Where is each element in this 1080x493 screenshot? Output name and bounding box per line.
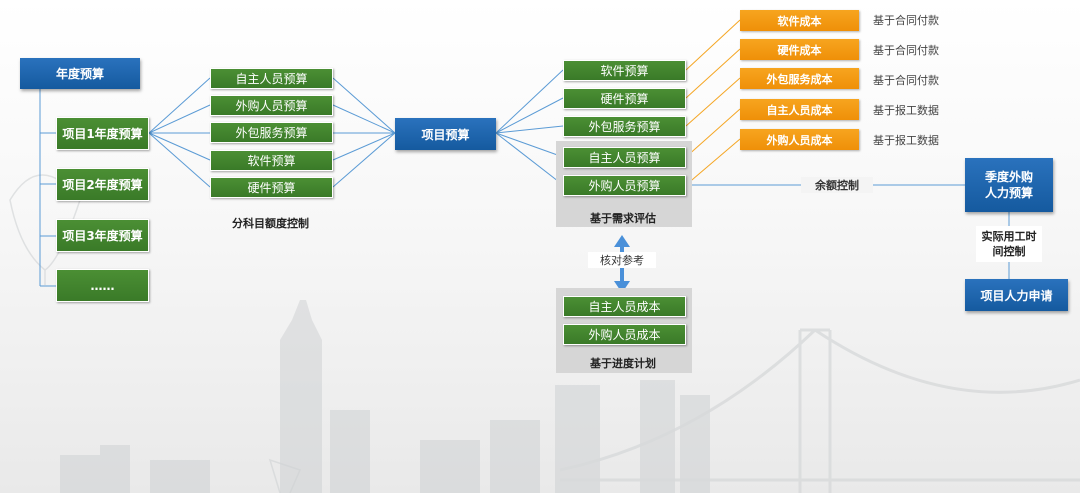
cost-outsourced-staff-basis: 基于报工数据 [873, 134, 939, 147]
progress-label: 自主人员成本 [588, 300, 661, 314]
category-label: 外包服务预算 [235, 126, 308, 140]
cost-label: 自主人员成本 [766, 103, 833, 117]
project-staffing-request-box: 项目人力申请 [965, 279, 1068, 311]
category-label: 外购人员预算 [235, 99, 308, 113]
category-label: 软件预算 [247, 154, 296, 168]
demand-label: 自主人员预算 [588, 151, 661, 165]
category-hardware-budget: 硬件预算 [210, 177, 333, 198]
quarterly-outsourced-budget-box: 季度外购 人力预算 [965, 158, 1053, 212]
demand-software-budget: 软件预算 [563, 60, 686, 81]
project-2-label: 项目2年度预算 [62, 178, 143, 192]
cost-label: 外包服务成本 [766, 72, 833, 86]
cost-outsourced-staff: 外购人员成本 [740, 129, 859, 150]
progress-self-staff-cost: 自主人员成本 [563, 296, 686, 317]
category-label: 自主人员预算 [235, 72, 308, 86]
quarterly-line-2: 人力预算 [984, 186, 1033, 200]
demand-label: 软件预算 [600, 64, 649, 78]
project-budget-box: 项目预算 [395, 118, 496, 150]
project-1-label: 项目1年度预算 [62, 127, 143, 141]
cost-self-staff: 自主人员成本 [740, 99, 859, 120]
progress-caption: 基于进度计划 [590, 357, 656, 370]
request-label: 项目人力申请 [980, 288, 1053, 303]
category-self-staff-budget: 自主人员预算 [210, 68, 333, 89]
annual-budget-label: 年度预算 [55, 67, 104, 81]
more-projects-box: …… [56, 269, 149, 302]
progress-outsourced-staff-cost: 外购人员成本 [563, 324, 686, 345]
cost-software-basis: 基于合同付款 [873, 14, 939, 27]
project-budget-label: 项目预算 [421, 127, 470, 142]
category-caption: 分科目额度控制 [232, 217, 309, 230]
cost-self-staff-basis: 基于报工数据 [873, 104, 939, 117]
demand-label: 外购人员预算 [588, 179, 661, 193]
cost-software: 软件成本 [740, 10, 859, 31]
demand-outsourced-staff-budget: 外购人员预算 [563, 175, 686, 196]
cost-label: 软件成本 [777, 14, 822, 28]
demand-self-staff-budget: 自主人员预算 [563, 147, 686, 168]
demand-label: 外包服务预算 [588, 120, 661, 134]
cost-outsourced-service-basis: 基于合同付款 [873, 74, 939, 87]
project-3-label: 项目3年度预算 [62, 229, 143, 243]
project-3-annual-budget: 项目3年度预算 [56, 219, 149, 252]
verify-reference-label: 核对参考 [588, 252, 656, 268]
actual-labor-control-label: 实际用工时 间控制 [976, 226, 1042, 262]
annual-budget-box: 年度预算 [20, 58, 140, 89]
balance-control-label: 余额控制 [801, 177, 873, 193]
category-outsourced-service-budget: 外包服务预算 [210, 122, 333, 143]
actual-line-2: 间控制 [992, 245, 1026, 258]
actual-line-1: 实际用工时 [981, 230, 1037, 243]
progress-label: 外购人员成本 [588, 328, 661, 342]
category-outsourced-staff-budget: 外购人员预算 [210, 95, 333, 116]
project-1-annual-budget: 项目1年度预算 [56, 117, 149, 150]
category-software-budget: 软件预算 [210, 150, 333, 171]
more-projects-label: …… [90, 278, 115, 293]
cost-hardware-basis: 基于合同付款 [873, 44, 939, 57]
demand-caption: 基于需求评估 [590, 212, 656, 225]
cost-outsourced-service: 外包服务成本 [740, 68, 859, 89]
quarterly-line-1: 季度外购 [984, 170, 1033, 184]
cost-hardware: 硬件成本 [740, 39, 859, 60]
demand-label: 硬件预算 [600, 92, 649, 106]
cost-label: 硬件成本 [777, 43, 822, 57]
category-label: 硬件预算 [247, 181, 296, 195]
demand-hardware-budget: 硬件预算 [563, 88, 686, 109]
demand-outsourced-service-budget: 外包服务预算 [563, 116, 686, 137]
cost-label: 外购人员成本 [766, 133, 833, 147]
project-2-annual-budget: 项目2年度预算 [56, 168, 149, 201]
